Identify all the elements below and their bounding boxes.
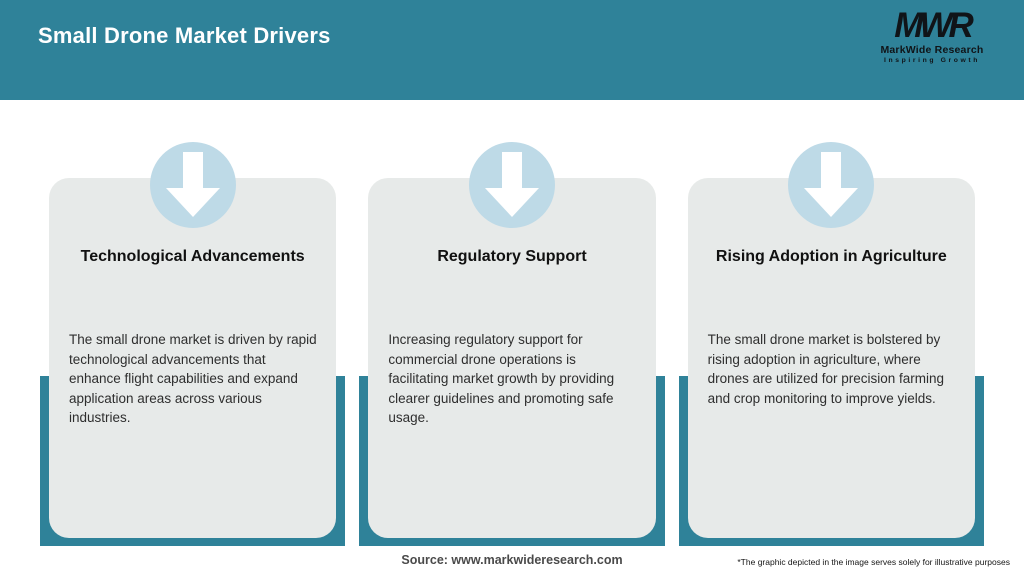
drivers-row: Technological Advancements The small dro… [40, 142, 984, 546]
card-title: Regulatory Support [437, 248, 587, 265]
driver-column-regulatory-support: Regulatory Support Increasing regulatory… [359, 142, 665, 546]
driver-card: Technological Advancements The small dro… [49, 178, 337, 538]
card-description: The small drone market is bolstered by r… [707, 332, 945, 406]
source-text: Source: www.markwideresearch.com [401, 553, 623, 567]
driver-card: Rising Adoption in Agriculture The small… [687, 178, 975, 538]
driver-card: Regulatory Support Increasing regulatory… [368, 178, 656, 538]
driver-column-rising-adoption-in-agriculture: Rising Adoption in Agriculture The small… [678, 142, 984, 546]
down-arrow-icon [788, 142, 875, 228]
markwide-research-logo: MWR MarkWide Research Inspiring Growth [872, 8, 992, 64]
page-title: Small Drone Market Drivers [38, 23, 331, 48]
card-description: The small drone market is driven by rapi… [69, 332, 317, 425]
card-title: Technological Advancements [80, 248, 305, 265]
down-arrow-icon [149, 142, 236, 228]
disclaimer-text: *The graphic depicted in the image serve… [737, 557, 1010, 567]
driver-column-technological-advancements: Technological Advancements The small dro… [40, 142, 346, 546]
card-title: Rising Adoption in Agriculture [715, 248, 947, 265]
down-arrow-icon [468, 142, 555, 228]
header-banner: Small Drone Market Drivers MWR MarkWide … [0, 0, 1024, 100]
logo-acronym: MWR [894, 6, 973, 45]
logo-name: MarkWide Research [880, 44, 984, 56]
card-description: Increasing regulatory support for commer… [388, 332, 615, 425]
logo-tagline: Inspiring Growth [884, 56, 980, 64]
